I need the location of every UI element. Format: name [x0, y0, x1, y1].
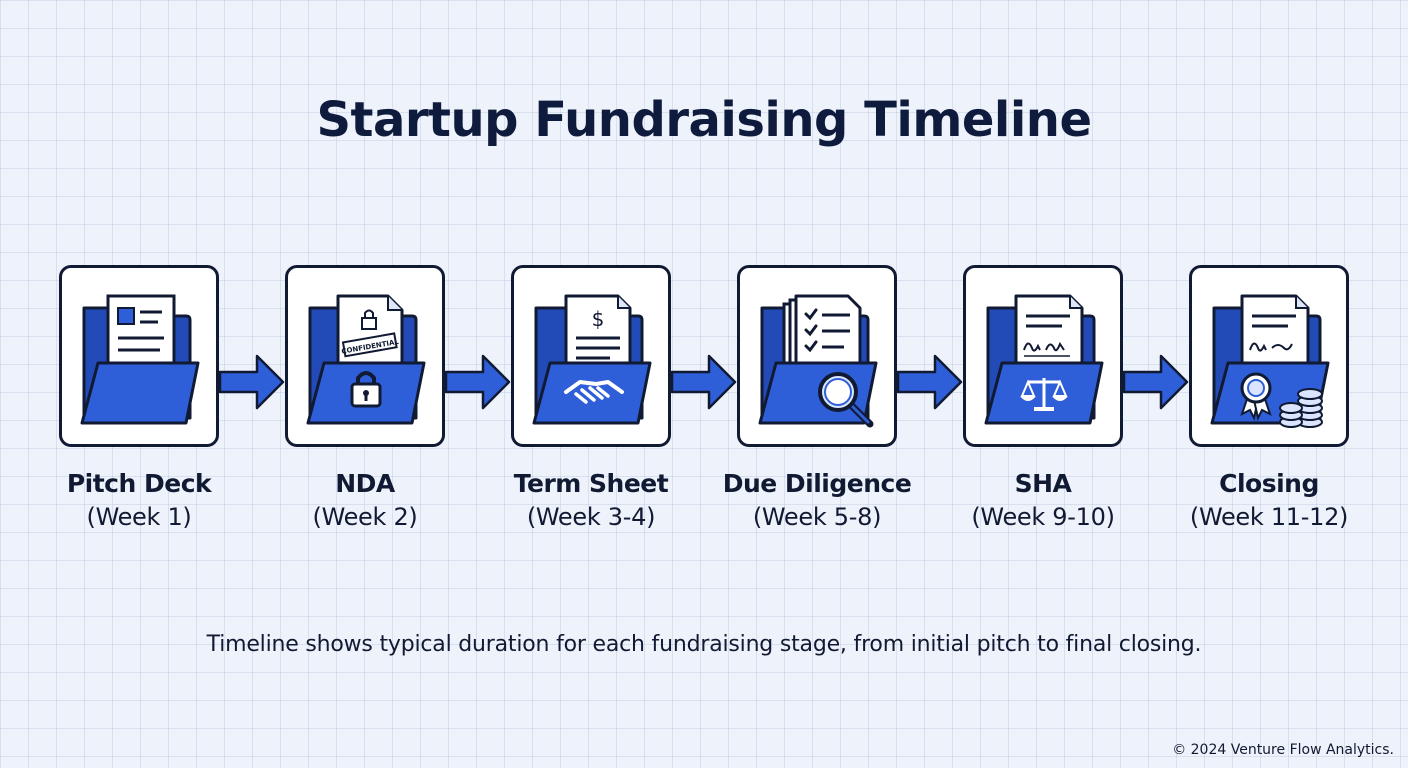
folder-magnifier-checklist-icon — [758, 294, 878, 428]
flow-arrow-5 — [1123, 354, 1189, 410]
folder-award-coins-icon — [1210, 294, 1330, 428]
diagram-title: Startup Fundraising Timeline — [316, 92, 1092, 148]
stage-duration-nda: (Week 2) — [312, 503, 418, 531]
stage-name-nda: NDA — [335, 469, 395, 498]
flow-arrow-2 — [445, 354, 511, 410]
folder-lock-confidential-icon: CONFIDENTIAL — [306, 294, 426, 425]
stage-name-due-diligence: Due Diligence — [722, 469, 912, 498]
flow-arrow-3 — [671, 354, 737, 410]
stage-name-term-sheet: Term Sheet — [513, 469, 669, 498]
folder-pitch-deck-icon — [80, 294, 200, 425]
copyright-notice: © 2024 Venture Flow Analytics. — [1172, 742, 1394, 758]
flow-arrow-1 — [219, 354, 285, 410]
stage-name-sha: SHA — [1014, 469, 1072, 498]
stage-card-nda: CONFIDENTIAL — [285, 265, 445, 447]
stage-duration-pitch-deck: (Week 1) — [86, 503, 192, 531]
stage-duration-sha: (Week 9-10) — [971, 503, 1115, 531]
stage-card-pitch-deck — [59, 265, 219, 447]
stage-duration-term-sheet: (Week 3-4) — [526, 503, 656, 531]
stage-name-pitch-deck: Pitch Deck — [66, 469, 212, 498]
folder-scales-signature-icon — [984, 294, 1104, 425]
stage-name-closing: Closing — [1219, 469, 1319, 498]
stage-card-closing — [1189, 265, 1349, 447]
stage-duration-closing: (Week 11-12) — [1189, 503, 1349, 531]
stage-card-term-sheet: $ — [511, 265, 671, 447]
flow-arrow-4 — [897, 354, 963, 410]
svg-text:$: $ — [592, 307, 605, 331]
stage-card-due-diligence — [737, 265, 897, 447]
timeline-caption: Timeline shows typical duration for each… — [206, 632, 1202, 657]
stage-card-sha — [963, 265, 1123, 447]
folder-handshake-dollar-icon: $ — [532, 294, 652, 425]
stage-duration-due-diligence: (Week 5-8) — [752, 503, 882, 531]
